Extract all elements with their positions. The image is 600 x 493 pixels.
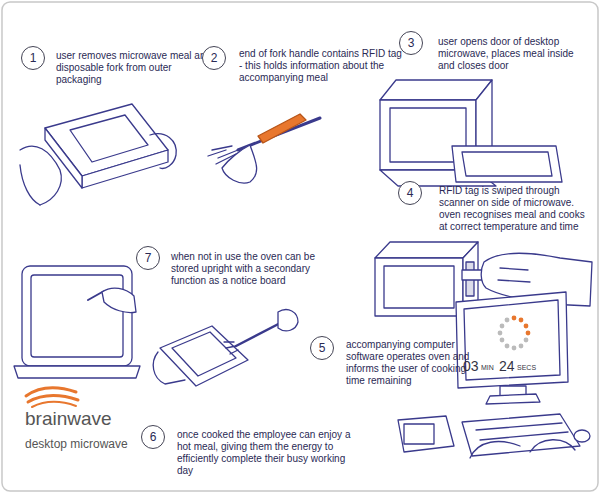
step-description: user opens door of desktop microwave, pl… [438,36,590,72]
timer-seconds: 24 [499,358,515,374]
step-circle: 2end of fork handle contains RFID tag - … [202,46,226,70]
fork-with-tag [208,114,320,183]
timer-minutes: 03 [463,358,479,374]
cooked-meal [153,310,298,386]
product-name: desktop microwave [25,437,128,451]
logo-swoosh [26,388,78,407]
callout-number: 2 [203,47,225,69]
callout-number: 4 [399,182,421,204]
meal-package [20,104,176,205]
step-circle: 5accompanying computer software operates… [310,336,334,360]
notice-board [14,266,140,378]
timer-unit: MIN [481,364,494,371]
step-description: accompanying computer software operates … [346,339,474,387]
step-circle: 4RFID tag is swiped through scanner on s… [398,181,422,205]
step-circle: 7when not in use the oven can be stored … [136,246,160,270]
callout-number: 7 [137,247,159,269]
step-circle: 6once cooked the employee can enjoy a ho… [141,425,165,449]
step-description: RFID tag is swiped through scanner on si… [439,185,589,233]
callout-number: 3 [400,32,422,54]
callout-number: 5 [311,337,333,359]
step-description: when not in use the oven can be stored u… [171,251,326,287]
step-description: once cooked the employee can enjoy a hot… [177,429,357,477]
timer-unit: SECS [517,364,536,371]
computer [398,292,590,458]
brand-name: brainwave [25,408,112,430]
callout-number: 6 [142,426,164,448]
step-description: user removes microwave meal and disposab… [56,50,216,86]
step-circle: 1user removes microwave meal and disposa… [21,46,45,70]
open-microwave [380,80,562,186]
step-circle: 3user opens door of desktop microwave, p… [399,31,423,55]
timer-dial [498,316,531,351]
callout-number: 1 [22,47,44,69]
step-description: end of fork handle contains RFID tag - t… [239,48,404,84]
